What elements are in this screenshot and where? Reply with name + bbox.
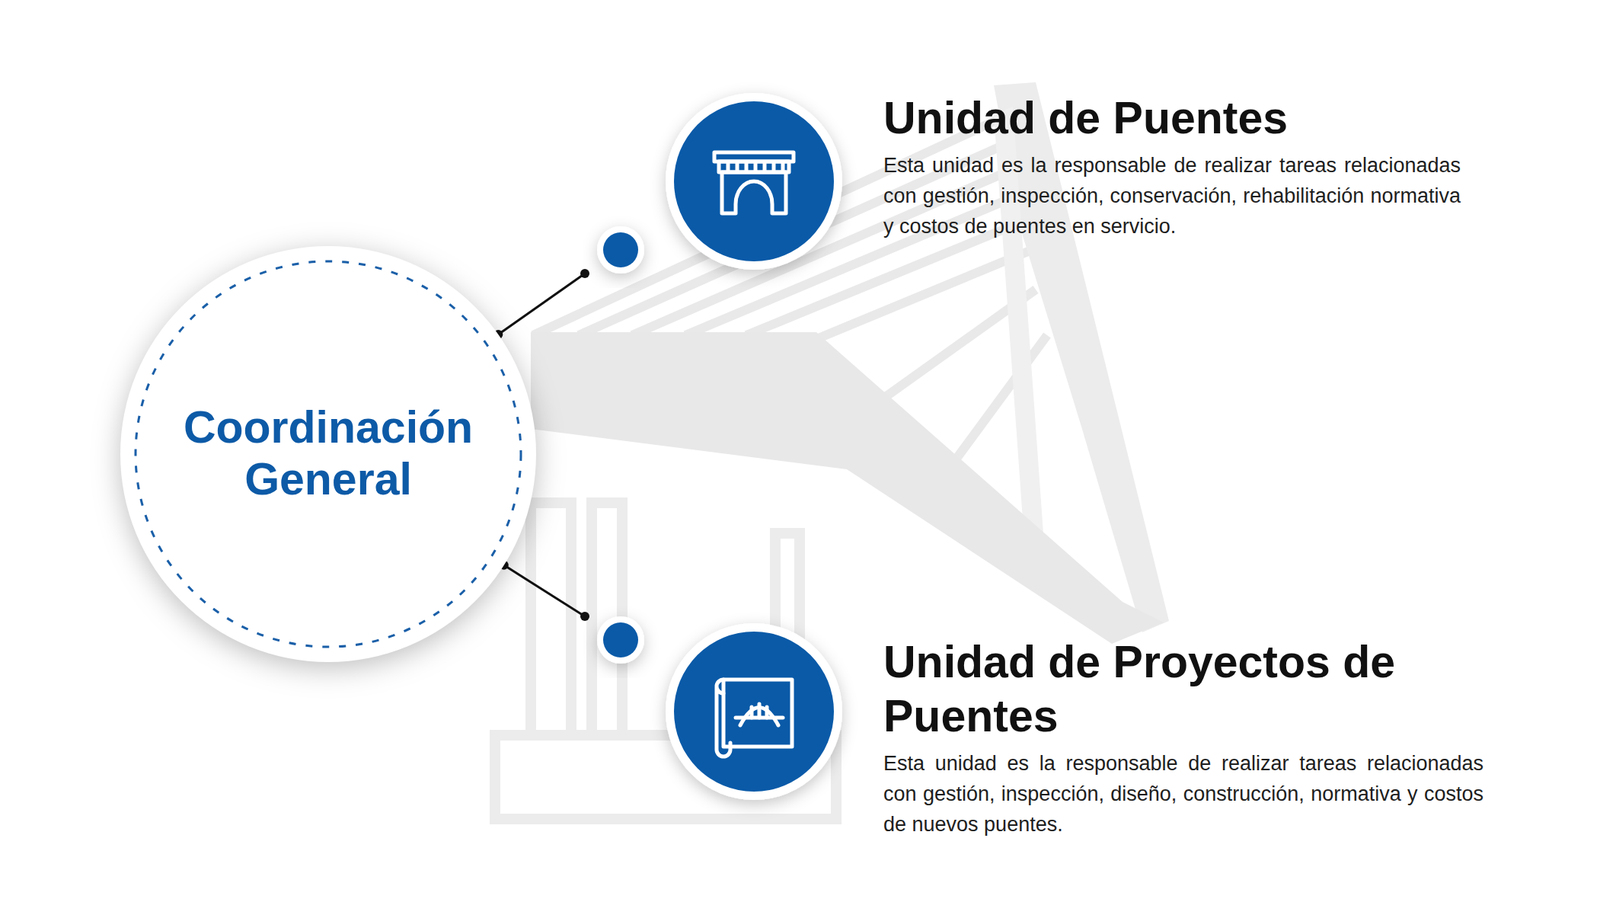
blueprint-icon xyxy=(665,622,843,800)
circle-text-holder: Coordinación General xyxy=(118,244,538,664)
connector-dot-decoration xyxy=(597,226,645,664)
connector-dot xyxy=(580,268,590,278)
dashed-ring xyxy=(135,261,521,647)
unit-panel: Unidad de PuentesEsta unidad es la respo… xyxy=(584,91,1461,289)
bridge-icon xyxy=(665,92,843,270)
coordination-circle: Coordinación General xyxy=(118,244,538,664)
connector-group xyxy=(493,268,590,339)
circle-fill xyxy=(120,245,537,662)
unit-heading: Unidad de Puentes xyxy=(883,91,1463,146)
unit-panel: Unidad de Proyectos de PuentesEsta unida… xyxy=(584,609,1484,840)
connector-line xyxy=(498,273,585,335)
circle-label: Coordinación General xyxy=(160,402,496,506)
unit-description: Esta unidad es la responsable de realiza… xyxy=(883,747,1484,840)
connector-line xyxy=(504,565,585,617)
connector-group xyxy=(499,560,590,621)
unit-heading: Unidad de Proyectos de Puentes xyxy=(883,635,1432,744)
connector-dot xyxy=(580,611,590,621)
unit-description: Esta unidad es la responsable de realiza… xyxy=(883,150,1461,242)
